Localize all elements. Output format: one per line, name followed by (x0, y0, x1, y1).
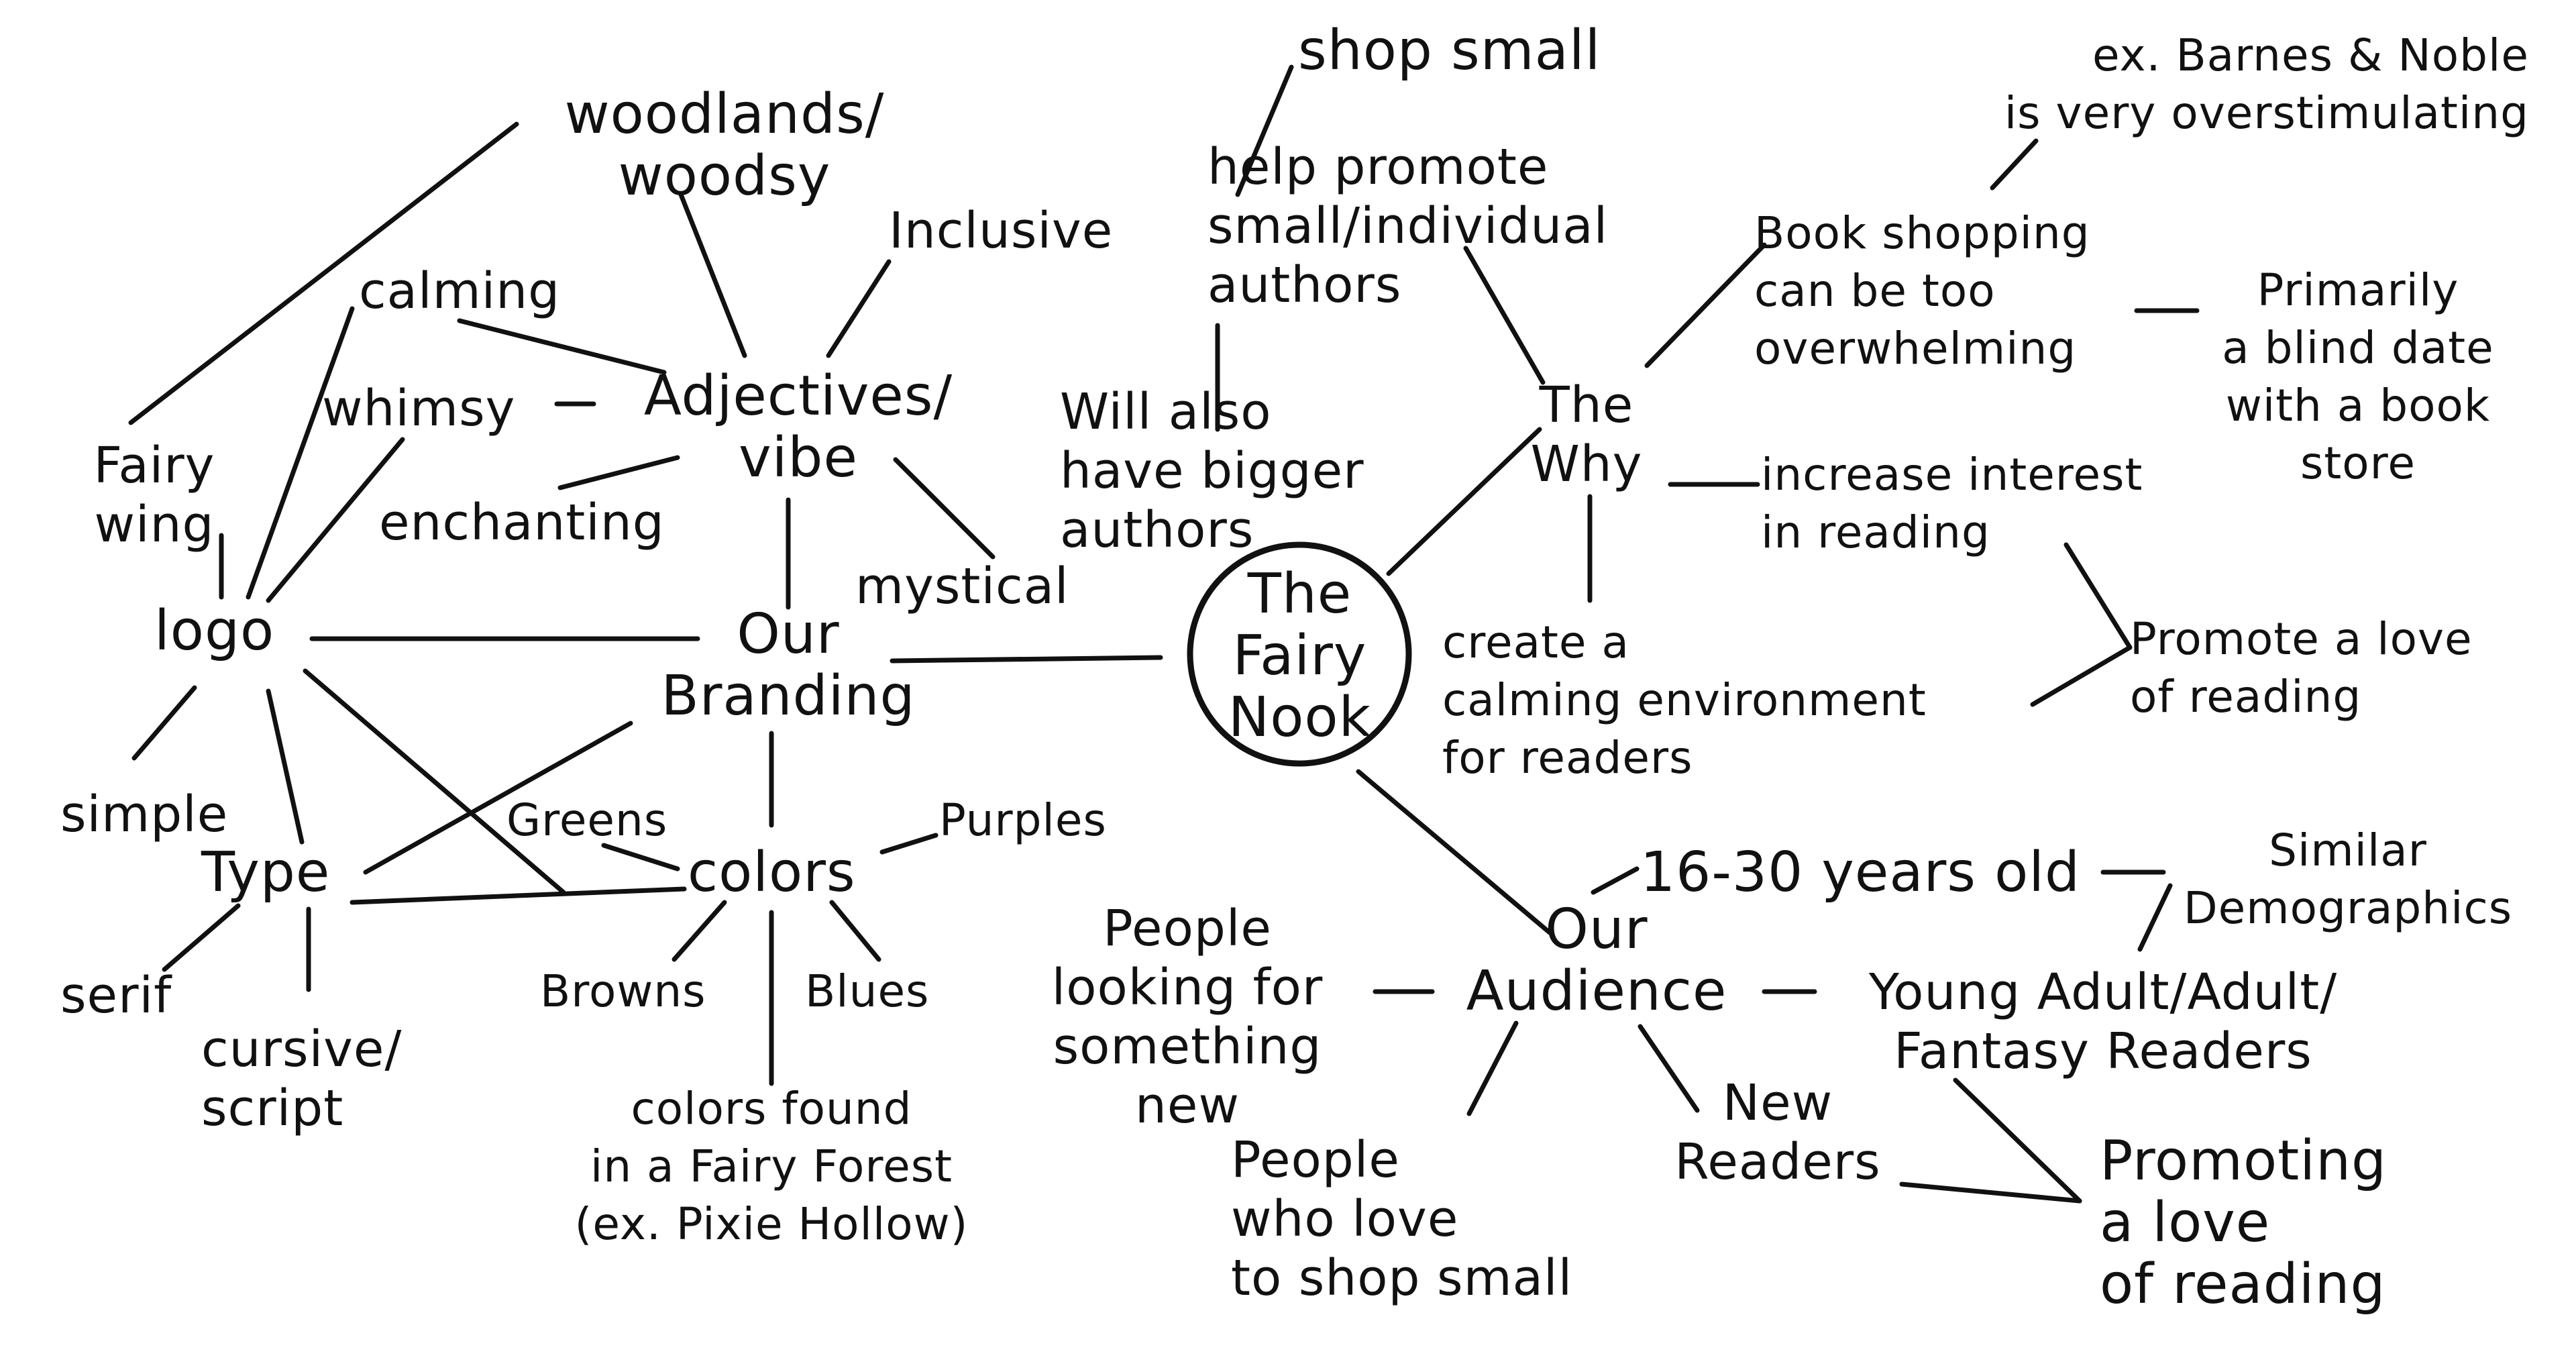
audience-similar-demographics: Similar Demographics (2183, 825, 2513, 934)
why-bigger-authors: Will also have bigger authors (1060, 383, 1364, 559)
logo-simple: simple (60, 786, 229, 843)
link-type-colors (350, 886, 687, 905)
color-browns: Browns (540, 965, 706, 1017)
node-the-why: The Why (1530, 376, 1643, 493)
adj-inclusive: Inclusive (889, 202, 1114, 260)
node-our-branding: Our Branding (661, 602, 916, 728)
center-circle (1187, 541, 1412, 767)
why-help-promote: help promote small/individual authors (1208, 138, 1609, 314)
link-colors-browns (672, 900, 727, 962)
why-blind-date: Primarily a blind date with a book store (2222, 264, 2494, 489)
why-barnes-example: ex. Barnes & Noble is very overstimulati… (2004, 30, 2529, 139)
why-overwhelming: Book shopping can be too overwhelming (1754, 207, 2090, 374)
color-greens: Greens (506, 794, 668, 846)
link-new-promoting (1899, 1181, 2082, 1204)
why-shop-small: shop small (1298, 19, 1601, 83)
link-help-shopsmall (1235, 64, 1294, 197)
link-audience-age (1591, 866, 1640, 895)
type-cursive: cursive/ script (201, 1020, 402, 1137)
adj-whimsy: whimsy (322, 380, 516, 437)
link-logo-calming (246, 306, 355, 600)
link-logo-colors (303, 668, 566, 895)
link-why-overwhelming (1644, 242, 1767, 368)
node-colors: colors (688, 841, 856, 904)
link-branding-type (363, 721, 633, 875)
link-colors-greens (601, 843, 680, 872)
audience-looking-new: People looking for something new (1051, 900, 1324, 1135)
why-calming-environment: create a calming environment for readers (1442, 617, 1927, 784)
link-type-serif (162, 903, 241, 972)
link-logo-type (266, 688, 305, 845)
adj-calming: calming (359, 262, 561, 320)
link-colors-purples (879, 833, 938, 855)
link-adj-enchanting (557, 455, 680, 490)
type-serif: serif (60, 967, 172, 1024)
link-colors-blues (829, 900, 881, 962)
link-audience-new (1638, 1024, 1700, 1113)
node-adjectives-vibe: Adjectives/ vibe (643, 364, 953, 490)
audience-ya-readers: Young Adult/Adult/ Fantasy Readers (1868, 963, 2338, 1080)
audience-age: 16-30 years old (1640, 841, 2081, 904)
link-overwhelming-barnes (1990, 138, 2039, 191)
link-why-help (1463, 246, 1546, 385)
link-adj-woodlands (678, 192, 747, 358)
link-logo-simple (131, 685, 197, 761)
link-adj-mystical (893, 457, 996, 560)
link-logo-whimsy (266, 437, 405, 603)
adj-enchanting: enchanting (379, 494, 665, 551)
center-title: The Fairy Nook (1228, 562, 1372, 749)
adj-mystical: mystical (855, 558, 1069, 615)
logo-fairy-wing: Fairy wing (93, 437, 215, 554)
why-promote-love: Promote a love of reading (2130, 613, 2473, 723)
node-type: Type (201, 841, 331, 904)
why-increase-interest: increase interest in reading (1761, 449, 2143, 558)
node-logo: logo (154, 599, 275, 663)
audience-promoting-love: Promoting a love of reading (2100, 1129, 2387, 1316)
adj-woodlands: woodlands/ woodsy (564, 83, 885, 208)
node-our-audience: Our Audience (1466, 898, 1727, 1023)
audience-shop-small: People who love to shop small (1231, 1131, 1573, 1307)
link-center-branding (890, 655, 1163, 664)
colors-fairy-forest: colors found in a Fairy Forest (ex. Pixi… (574, 1083, 969, 1250)
color-blues: Blues (805, 965, 930, 1017)
link-audience-shopsmall (1466, 1020, 1519, 1116)
audience-new-readers: New Readers (1674, 1074, 1881, 1191)
link-ya-similar (2137, 883, 2173, 952)
link-adj-calming (457, 318, 667, 375)
link-center-audience (1356, 769, 1552, 935)
link-ya-promoting (1953, 1077, 2082, 1204)
link-adj-inclusive (826, 259, 892, 358)
link-logo-woodlands (128, 121, 519, 425)
link-increase-promote (2063, 542, 2133, 650)
link-calming-promote (2030, 645, 2133, 707)
link-center-why (1386, 427, 1542, 576)
color-purples: Purples (939, 794, 1107, 846)
